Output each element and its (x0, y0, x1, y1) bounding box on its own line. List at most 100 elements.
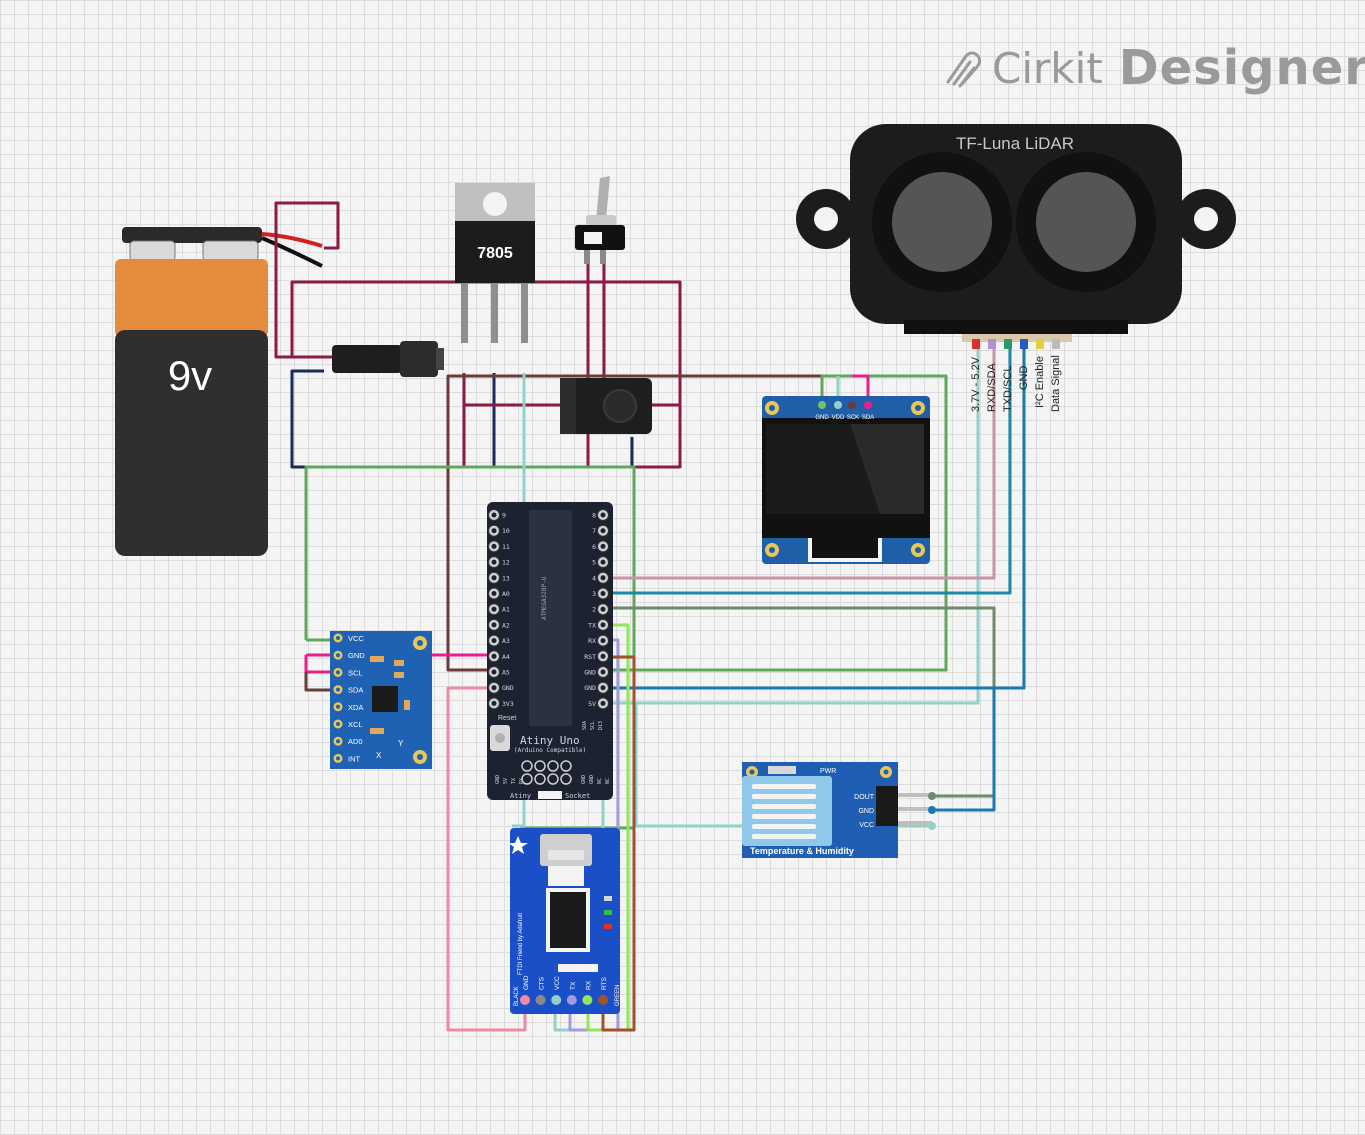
arduino-pin-label: A4 (502, 653, 510, 661)
header-pin[interactable] (534, 760, 546, 772)
arduino-pin-label: 5 (592, 559, 596, 567)
imu-pin[interactable]: SCL (333, 667, 363, 678)
arduino-pin-label: 3 (592, 590, 596, 598)
header-pin[interactable] (534, 773, 546, 785)
arduino-pin[interactable]: A0 (488, 587, 510, 600)
arduino-bottom-pin-label: GND (495, 775, 501, 784)
arduino-pin[interactable]: GND (584, 681, 609, 694)
arduino-pin[interactable]: A2 (488, 618, 510, 631)
ftdi-pin[interactable]: TX (566, 981, 577, 1005)
arduino-pin-label: A2 (502, 621, 510, 629)
battery-label: 9v (168, 352, 212, 399)
ftdi-pin[interactable]: CTS (535, 976, 546, 1005)
arduino-pin[interactable]: TX (588, 618, 609, 631)
header-pin[interactable] (521, 760, 533, 772)
arduino-pin-label: A1 (502, 606, 510, 614)
arduino-pin-label: 2 (592, 606, 596, 614)
arduino-pin-label: 13 (502, 574, 510, 582)
imu-pin[interactable]: SDA (333, 685, 364, 695)
arduino-pin[interactable]: 2 (592, 603, 609, 616)
imu-pin-label: AD0 (348, 737, 363, 746)
ftdi-pin[interactable]: VCC (551, 976, 562, 1005)
dht-pin-label: GND (858, 808, 874, 815)
cirkit-logo-icon (946, 51, 982, 88)
lidar-pin-label: TXD/SCL (1002, 366, 1014, 412)
header-pin[interactable] (560, 760, 572, 772)
arduino-pin[interactable]: A3 (488, 634, 510, 647)
dht-pin-label: VCC (859, 822, 874, 829)
imu-pin-label: SCL (348, 668, 363, 677)
header-pin[interactable] (547, 760, 559, 772)
ftdi-pin-label: RTS (601, 976, 608, 990)
chip-text: ATMEGA328P-U (541, 576, 548, 620)
arduino-side-label: SCL (590, 721, 596, 730)
arduino-bottom-pin-label: NC (597, 778, 603, 784)
arduino-pin[interactable]: 12 (488, 556, 510, 569)
lidar-title: TF-Luna LiDAR (956, 134, 1074, 153)
arduino-pin-label: 4 (592, 574, 596, 582)
imu-pin[interactable]: VCC (333, 633, 365, 644)
ftdi-side-label: GREEN (615, 985, 621, 1006)
dc-motor[interactable] (560, 378, 652, 434)
arduino-pin-label: GND (584, 684, 596, 692)
arduino-pin[interactable]: 10 (488, 524, 510, 537)
header-pin[interactable] (547, 773, 559, 785)
imu-pin[interactable]: XDA (333, 702, 364, 712)
arduino-pin[interactable]: 3 (592, 587, 609, 600)
ftdi-pin[interactable]: GND (520, 975, 530, 1005)
arduino-name: Atiny Uno (520, 734, 580, 747)
dht-pin-label: DOUT (854, 794, 875, 801)
ftdi-pin[interactable]: RX (582, 980, 593, 1005)
arduino-pin[interactable]: 8 (592, 509, 609, 521)
arduino-pin[interactable]: 4 (592, 571, 609, 584)
dht11-sensor[interactable]: PWR DOUT GND VCC Temperature & Humidity (742, 762, 936, 858)
tf-luna-lidar[interactable]: TF-Luna LiDAR 3.7V - 5.2V RXD/SDA TXD/SC… (796, 124, 1236, 412)
arduino-pin-label: 9 (502, 512, 506, 520)
arduino-pin[interactable]: 11 (488, 540, 510, 553)
imu-pin[interactable]: GND (333, 650, 366, 661)
dc-barrel-jack[interactable] (332, 341, 444, 377)
arduino-pin[interactable]: 7 (592, 524, 609, 537)
lidar-pin-label: Data Signal (1050, 355, 1062, 412)
header-pin[interactable] (521, 773, 533, 785)
arduino-pin-label: 11 (502, 543, 510, 551)
arduino-pin[interactable]: A4 (488, 650, 510, 663)
arduino-side-label: D13 (598, 721, 604, 730)
arduino-pin[interactable]: GND (488, 681, 514, 694)
arduino-pin-label: 8 (592, 512, 596, 520)
toggle-switch[interactable] (575, 176, 625, 264)
ftdi-pin[interactable]: RTS (598, 976, 608, 1005)
imu-pin[interactable]: AD0 (333, 736, 363, 747)
imu-pin[interactable]: XCL (333, 719, 363, 730)
arduino-pin-label: RX (588, 637, 596, 645)
arduino-bottom-label: Socket (565, 792, 590, 800)
battery-9v[interactable]: 9v (115, 227, 268, 556)
arduino-atiny-uno[interactable]: ATMEGA328P-U 910111213A0A1A2A3A4A5GND3V3… (487, 502, 613, 800)
oled-display[interactable]: GND VDD SCK SDA (762, 396, 930, 564)
brand-name-designer: Designer (1118, 40, 1365, 96)
arduino-pin[interactable]: GND (584, 666, 609, 678)
arduino-pin[interactable]: A5 (488, 666, 510, 678)
imu-pin-label: INT (348, 754, 361, 763)
header-pin[interactable] (560, 773, 572, 785)
arduino-pin[interactable]: RX (588, 634, 609, 647)
voltage-regulator-7805[interactable]: 7805 (455, 183, 535, 343)
imu-pin-label: VCC (348, 634, 364, 643)
arduino-pin-label: 12 (502, 559, 510, 567)
arduino-pin[interactable]: RST (584, 650, 609, 663)
arduino-pin[interactable]: 5 (592, 556, 609, 569)
arduino-pin[interactable]: A1 (488, 603, 510, 616)
arduino-pin[interactable]: 9 (488, 509, 507, 521)
imu-pin[interactable]: INT (333, 753, 361, 764)
arduino-pin[interactable]: 3V3 (488, 697, 514, 710)
arduino-bottom-pin-label: 5V (503, 778, 509, 784)
arduino-side-label: SDA (582, 721, 588, 730)
arduino-pin[interactable]: 6 (592, 540, 609, 553)
arduino-pin[interactable]: 13 (488, 571, 510, 584)
arduino-pin[interactable]: 5V (588, 697, 609, 710)
arduino-pin-label: 6 (592, 543, 596, 551)
regulator-label: 7805 (477, 245, 513, 262)
